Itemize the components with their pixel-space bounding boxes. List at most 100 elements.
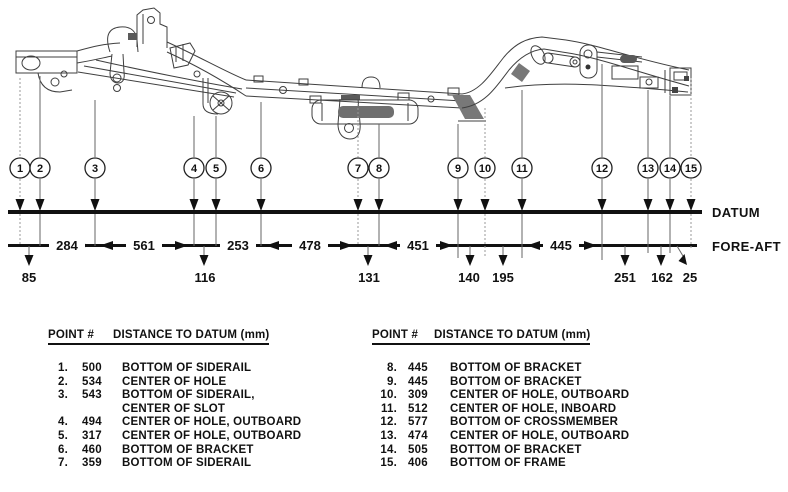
callout-circle: [183, 157, 205, 179]
dimension-label: 478: [299, 238, 321, 253]
table-row: 7. 359 BOTTOM OF SIDERAIL: [48, 457, 301, 471]
datum-table-right: POINT # DISTANCE TO DATUM (mm) 8. 445 BO…: [372, 329, 629, 471]
offset-label: 85: [22, 270, 36, 285]
callout-circle: [250, 157, 272, 179]
distance-value: 534: [82, 375, 102, 388]
callout-number: 2: [37, 163, 43, 175]
point-description: CENTER OF HOLE, OUTBOARD: [450, 389, 630, 402]
distance-value: 577: [408, 416, 428, 429]
datum-table-left: POINT # DISTANCE TO DATUM (mm) 1. 500 BO…: [48, 329, 301, 471]
point-number: 1.: [58, 362, 68, 374]
distance-value: 494: [82, 416, 102, 429]
table-header: POINT # DISTANCE TO DATUM (mm): [372, 329, 591, 345]
point-description: BOTTOM OF SIDERAIL: [122, 362, 252, 374]
col-header-point: POINT #: [372, 329, 419, 341]
offset-label: 195: [492, 270, 514, 285]
distance-value: 309: [408, 389, 428, 402]
callout-circle: [447, 157, 469, 179]
callout-circle: [591, 157, 613, 179]
callout-number: 10: [479, 163, 491, 175]
point-description: BOTTOM OF CROSSMEMBER: [450, 416, 619, 429]
point-description: BOTTOM OF BRACKET: [450, 362, 582, 374]
datum-label: DATUM: [712, 205, 760, 220]
callout-3: 3: [84, 100, 106, 246]
table-row: 1. 500 BOTTOM OF SIDERAIL: [48, 362, 301, 376]
table-row: 9. 445 BOTTOM OF BRACKET: [372, 376, 629, 390]
point-description: BOTTOM OF SIDERAIL: [122, 457, 252, 470]
callout-circle: [84, 157, 106, 179]
col-header-distance: DISTANCE TO DATUM (mm): [113, 329, 270, 341]
point-description: BOTTOM OF FRAME: [450, 457, 566, 470]
point-number: 11.: [381, 402, 397, 415]
callout-number: 13: [642, 163, 654, 175]
fore-aft-label: FORE-AFT: [712, 239, 781, 254]
callout-number: 4: [191, 163, 198, 175]
table-row: 13. 474 CENTER OF HOLE, OUTBOARD: [372, 430, 629, 444]
callout-number: 6: [258, 163, 264, 175]
offset-label: 140: [458, 270, 480, 285]
callout-9: 9: [447, 124, 469, 258]
distance-value: 512: [408, 402, 428, 415]
distance-value: 445: [408, 362, 428, 374]
callout-14: 14: [659, 96, 681, 253]
col-header-point: POINT #: [48, 329, 95, 341]
callout-11: 11: [511, 90, 533, 258]
point-description: CENTER OF HOLE, OUTBOARD: [450, 429, 630, 442]
offset-label: 162: [651, 270, 673, 285]
callout-circle: [511, 157, 533, 179]
offset-label: 25: [683, 270, 697, 285]
callout-number: 8: [376, 163, 382, 175]
point-number: 6.: [58, 443, 68, 456]
point-number: 15.: [380, 457, 397, 470]
offset-label: 131: [358, 270, 380, 285]
point-description: CENTER OF HOLE, OUTBOARD: [122, 416, 302, 429]
callout-number: 7: [355, 163, 361, 175]
point-number: 12.: [380, 416, 397, 429]
fore-aft-dimension-chain: 284 561 253 478 451 445: [45, 238, 597, 253]
callout-number: 14: [664, 163, 677, 175]
callout-8: 8: [368, 124, 390, 246]
callout-1: 1: [9, 78, 31, 246]
callout-circle: [29, 157, 51, 179]
callout-circle: [659, 157, 681, 179]
point-number: 14.: [380, 443, 397, 456]
distance-value: 474: [408, 429, 428, 442]
point-number: 5.: [58, 429, 68, 442]
distance-value: 317: [82, 429, 102, 442]
point-number: 4.: [58, 416, 68, 429]
point-description: CENTER OF HOLE: [122, 375, 227, 388]
callout-15: 15: [680, 78, 702, 250]
callout-number: 1: [17, 163, 23, 175]
callout-10: 10: [474, 108, 496, 258]
table-row: 3. 543 BOTTOM OF SIDERAIL, CENTER OF SLO…: [48, 389, 301, 416]
callout-12: 12: [591, 64, 613, 260]
distance-value: 500: [82, 362, 102, 374]
callout-circle: [347, 157, 369, 179]
table-row: 14. 505 BOTTOM OF BRACKET: [372, 444, 629, 458]
callout-6: 6: [250, 102, 272, 246]
point-number: 10.: [380, 389, 397, 402]
table-row: 11. 512 CENTER OF HOLE, INBOARD: [372, 403, 629, 417]
distance-value: 460: [82, 443, 102, 456]
point-number: 2.: [58, 375, 68, 388]
point-number: 8.: [387, 362, 397, 374]
col-header-distance: DISTANCE TO DATUM (mm): [434, 329, 591, 341]
point-description: CENTER OF HOLE, OUTBOARD: [122, 429, 302, 442]
table-row: 12. 577 BOTTOM OF CROSSMEMBER: [372, 416, 629, 430]
point-description: BOTTOM OF BRACKET: [122, 443, 254, 456]
callout-13: 13: [637, 90, 659, 253]
frame-artwork: [15, 7, 692, 140]
callout-circle: [205, 157, 227, 179]
distance-value: 359: [82, 457, 102, 470]
table-row: 2. 534 CENTER OF HOLE: [48, 376, 301, 390]
callout-4: 4: [183, 116, 205, 246]
point-description: BOTTOM OF BRACKET: [450, 443, 582, 456]
table-header: POINT # DISTANCE TO DATUM (mm): [48, 329, 270, 345]
distance-value: 505: [408, 443, 428, 456]
dimension-label: 253: [227, 238, 249, 253]
point-number: 3.: [58, 389, 68, 402]
table-row: 6. 460 BOTTOM OF BRACKET: [48, 444, 301, 458]
callout-number: 9: [455, 163, 461, 175]
dimension-label: 445: [550, 238, 572, 253]
